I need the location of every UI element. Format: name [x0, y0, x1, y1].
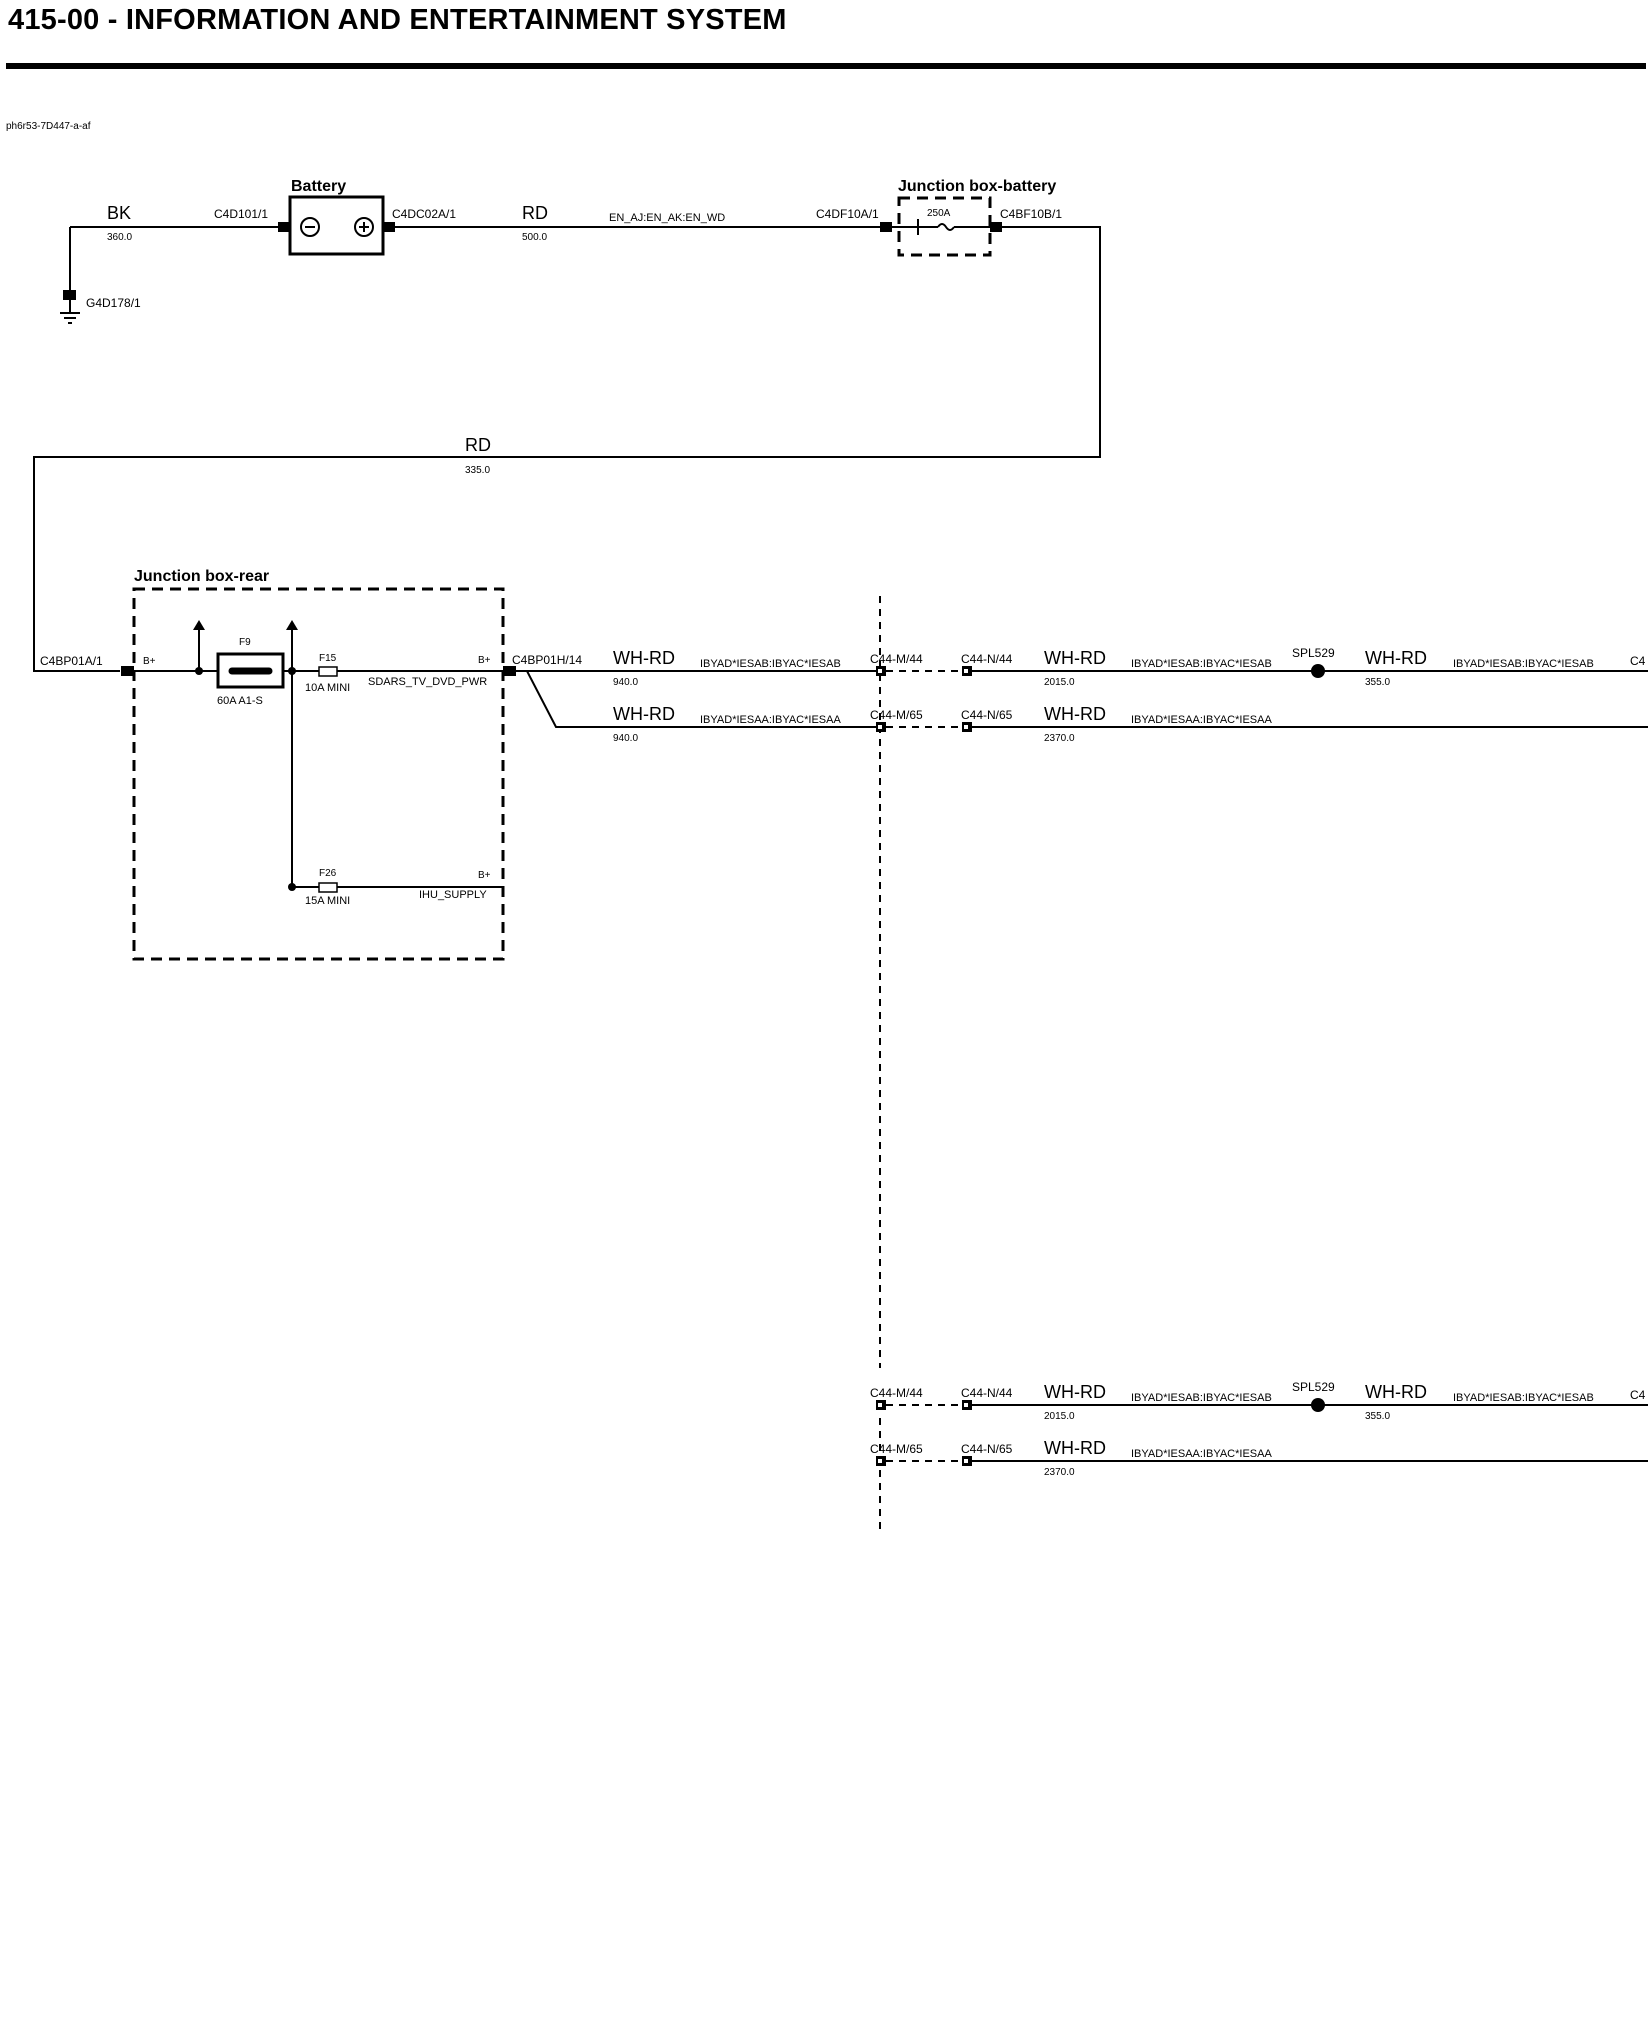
battery-neg-connector: [278, 222, 290, 232]
wire-color: WH-RD: [613, 704, 675, 724]
splice-label: SPL529: [1292, 1380, 1335, 1394]
fuse-f15: [318, 666, 338, 677]
wire-length: 2015.0: [1044, 1411, 1075, 1422]
wire-length: 355.0: [1365, 1411, 1390, 1422]
circuit-row-4: C44-M/65 C44-N/65 WH-RD 2370.0 IBYAD*IES…: [870, 1438, 1648, 1478]
connector-c44-n: C44-N/44: [961, 652, 1013, 666]
jb-battery-in-connector: [880, 222, 892, 232]
circuit-row-2: WH-RD 940.0 IBYAD*IESAA:IBYAC*IESAA C44-…: [516, 670, 1648, 744]
fuse-f26-rating: 15A MINI: [305, 895, 350, 907]
image-id: ph6r53-7D447-a-af: [6, 121, 91, 132]
plus-icon: [354, 217, 374, 237]
wire-options: IBYAD*IESAB:IBYAC*IESAB: [700, 658, 841, 670]
wire-length-rd: 500.0: [522, 232, 547, 243]
connector-c44-n: C44-N/44: [961, 1386, 1013, 1400]
fuse-f26: [318, 882, 338, 893]
connector-c4df10a: C4DF10A/1: [816, 207, 879, 221]
connector-c4bp01a: C4BP01A/1: [40, 654, 103, 668]
connector-c44-m: C44-M/65: [870, 1442, 923, 1456]
wire-rd-long: RD 335.0: [33, 226, 1101, 672]
wire-color: WH-RD: [1044, 704, 1106, 724]
battery-pos-connector: [383, 222, 395, 232]
wire-length: 355.0: [1365, 677, 1390, 688]
circuit-row-1: WH-RD 940.0 IBYAD*IESAB:IBYAC*IESAB C44-…: [516, 646, 1648, 688]
fuse-f26-label: F26: [319, 868, 337, 879]
connector-c4dc02a: C4DC02A/1: [392, 207, 456, 221]
fuse-250a-label: 250A: [927, 208, 951, 219]
minus-icon: [300, 217, 320, 237]
connector-c4bp01h: C4BP01H/14: [512, 653, 582, 667]
wire-color: WH-RD: [613, 648, 675, 668]
jb-rear-outline: [132, 587, 505, 961]
battery: Battery C4DC02A/1: [278, 178, 456, 256]
wire-length: 940.0: [613, 677, 638, 688]
connector-edge: C4: [1630, 1388, 1646, 1402]
wire-rd-top: RD 500.0 EN_AJ:EN_AK:EN_WD: [395, 203, 880, 243]
fuse-f9-label: F9: [239, 637, 251, 648]
ground-point-label: G4D178/1: [86, 296, 141, 310]
connector-c44-m: C44-M/44: [870, 652, 923, 666]
arrow-up-icon: [193, 620, 205, 630]
jb-rear-in-connector: [121, 666, 134, 676]
wire-color-rd: RD: [522, 203, 548, 223]
wire-color-rd-long: RD: [465, 435, 491, 455]
wire-length-bk: 360.0: [107, 232, 132, 243]
wire-color: WH-RD: [1365, 648, 1427, 668]
junction-box-rear: Junction box-rear C4BP01A/1 B+ F9 60A A1…: [40, 568, 582, 961]
connector-c4bf10b: C4BF10B/1: [1000, 207, 1062, 221]
connector-edge: C4: [1630, 654, 1646, 668]
bplus-label-f26: B+: [478, 870, 491, 881]
wire-length: 2370.0: [1044, 1467, 1075, 1478]
fuse-f9-rating: 60A A1-S: [217, 695, 263, 707]
wire-length: 2370.0: [1044, 733, 1075, 744]
wire-length: 2015.0: [1044, 677, 1075, 688]
junction-box-battery: Junction box-battery C4DF10A/1 250A C4BF…: [816, 178, 1062, 257]
wire-options: IBYAD*IESAB:IBYAC*IESAB: [1131, 658, 1272, 670]
connector-c44-n: C44-N/65: [961, 708, 1013, 722]
wire-options: IBYAD*IESAB:IBYAC*IESAB: [1453, 658, 1594, 670]
ground-icon: [60, 303, 80, 324]
jb-rear-title: Junction box-rear: [134, 568, 269, 585]
jb-battery-outline: [897, 196, 992, 257]
title-divider: [6, 63, 1646, 69]
wire-color: WH-RD: [1044, 648, 1106, 668]
wire-options-rd: EN_AJ:EN_AK:EN_WD: [609, 212, 725, 224]
jb-rear-out-connector: [503, 666, 516, 676]
ground-terminal: [63, 290, 76, 300]
bplus-label: B+: [143, 656, 156, 667]
page-title: 415-00 - INFORMATION AND ENTERTAINMENT S…: [8, 4, 787, 36]
wire-length: 940.0: [613, 733, 638, 744]
connector-c44-m: C44-M/65: [870, 708, 923, 722]
wire-options: IBYAD*IESAA:IBYAC*IESAA: [1131, 714, 1272, 726]
wire-color: WH-RD: [1044, 1438, 1106, 1458]
bplus-label-f15: B+: [478, 655, 491, 666]
battery-title: Battery: [291, 178, 346, 195]
wire-length-rd-long: 335.0: [465, 465, 490, 476]
wire-color: WH-RD: [1044, 1382, 1106, 1402]
connector-c4d101: C4D101/1: [214, 207, 268, 221]
splice-label: SPL529: [1292, 646, 1335, 660]
jb-battery-out-connector: [990, 222, 1002, 232]
fuse-f15-rating: 10A MINI: [305, 682, 350, 694]
ground-circuit: G4D178/1 BK 360.0 C4D101/1: [60, 203, 278, 324]
wire-options: IBYAD*IESAA:IBYAC*IESAA: [1131, 1448, 1272, 1460]
signal-ihu-supply: IHU_SUPPLY: [419, 889, 487, 901]
fuse-f15-label: F15: [319, 653, 337, 664]
signal-sdars: SDARS_TV_DVD_PWR: [368, 676, 487, 688]
connector-c44-n: C44-N/65: [961, 1442, 1013, 1456]
fuse-icon: [937, 223, 955, 231]
wire-color: WH-RD: [1365, 1382, 1427, 1402]
wire-options: IBYAD*IESAB:IBYAC*IESAB: [1453, 1392, 1594, 1404]
wire-options: IBYAD*IESAA:IBYAC*IESAA: [700, 714, 841, 726]
jb-battery-title: Junction box-battery: [898, 178, 1056, 195]
wire-color-bk: BK: [107, 203, 131, 223]
wire-options: IBYAD*IESAB:IBYAC*IESAB: [1131, 1392, 1272, 1404]
arrow-up-icon: [286, 620, 298, 630]
circuit-row-3: C44-M/44 C44-N/44 WH-RD 2015.0 IBYAD*IES…: [870, 1380, 1648, 1422]
connector-c44-m: C44-M/44: [870, 1386, 923, 1400]
